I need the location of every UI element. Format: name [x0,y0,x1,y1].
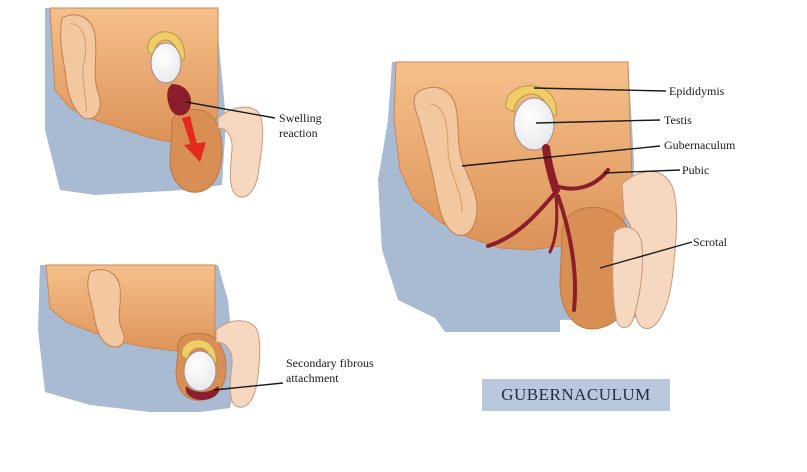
label-pubic: Pubic [682,163,710,177]
gubernaculum-pubic-branch [554,168,610,191]
label-testis: Testis [664,113,692,127]
leader-secondary [213,382,284,391]
label-swelling-line2: reaction [279,126,318,140]
gubernaculum-swelling [167,84,192,116]
panel-swelling-reaction [45,7,276,198]
gubernaculum-attachment [185,386,220,400]
skin-fold [215,320,261,408]
gubernaculum-scrotal-branch [556,194,578,312]
skin-fold-lower [612,226,643,328]
leader-swelling [185,101,276,119]
diagram-title: GUBERNACULUM [501,385,651,404]
leader-testis [535,119,661,124]
title-box: GUBERNACULUM [482,379,670,411]
pelvic-bone-inner [429,103,463,213]
gubernaculum-cords [486,144,610,312]
label-secondary-attachment: Secondary fibrous attachment [286,356,374,386]
panel-gubernaculum [378,61,693,332]
red-arrow-shaft [182,116,198,149]
leader-scrotal [599,241,693,269]
label-epididymis: Epididymis [669,84,725,98]
leader-gubernaculum [461,145,661,167]
label-secondary-line2: attachment [286,371,339,385]
label-secondary-line1: Secondary fibrous [286,356,374,370]
skin-fold [217,106,264,198]
label-gubernaculum: Gubernaculum [664,138,736,152]
label-swelling-line1: Swelling [279,111,322,125]
label-scrotal: Scrotal [693,235,727,249]
red-arrow-head [184,142,206,162]
pelvic-bone-inner [69,23,87,113]
leader-pubic [603,169,681,174]
pelvic-bone [60,14,101,120]
pelvic-bone [87,269,125,348]
testis [513,97,555,151]
gubernaculum-middle-branch [548,194,559,254]
label-swelling-reaction: Swelling reaction [279,111,322,141]
testis [183,350,217,392]
gubernaculum-inguinal-branch [486,190,558,248]
leader-epididymis [533,87,667,92]
pelvic-bone [413,86,478,236]
panel-secondary-attachment [38,264,284,412]
testis [150,42,182,84]
